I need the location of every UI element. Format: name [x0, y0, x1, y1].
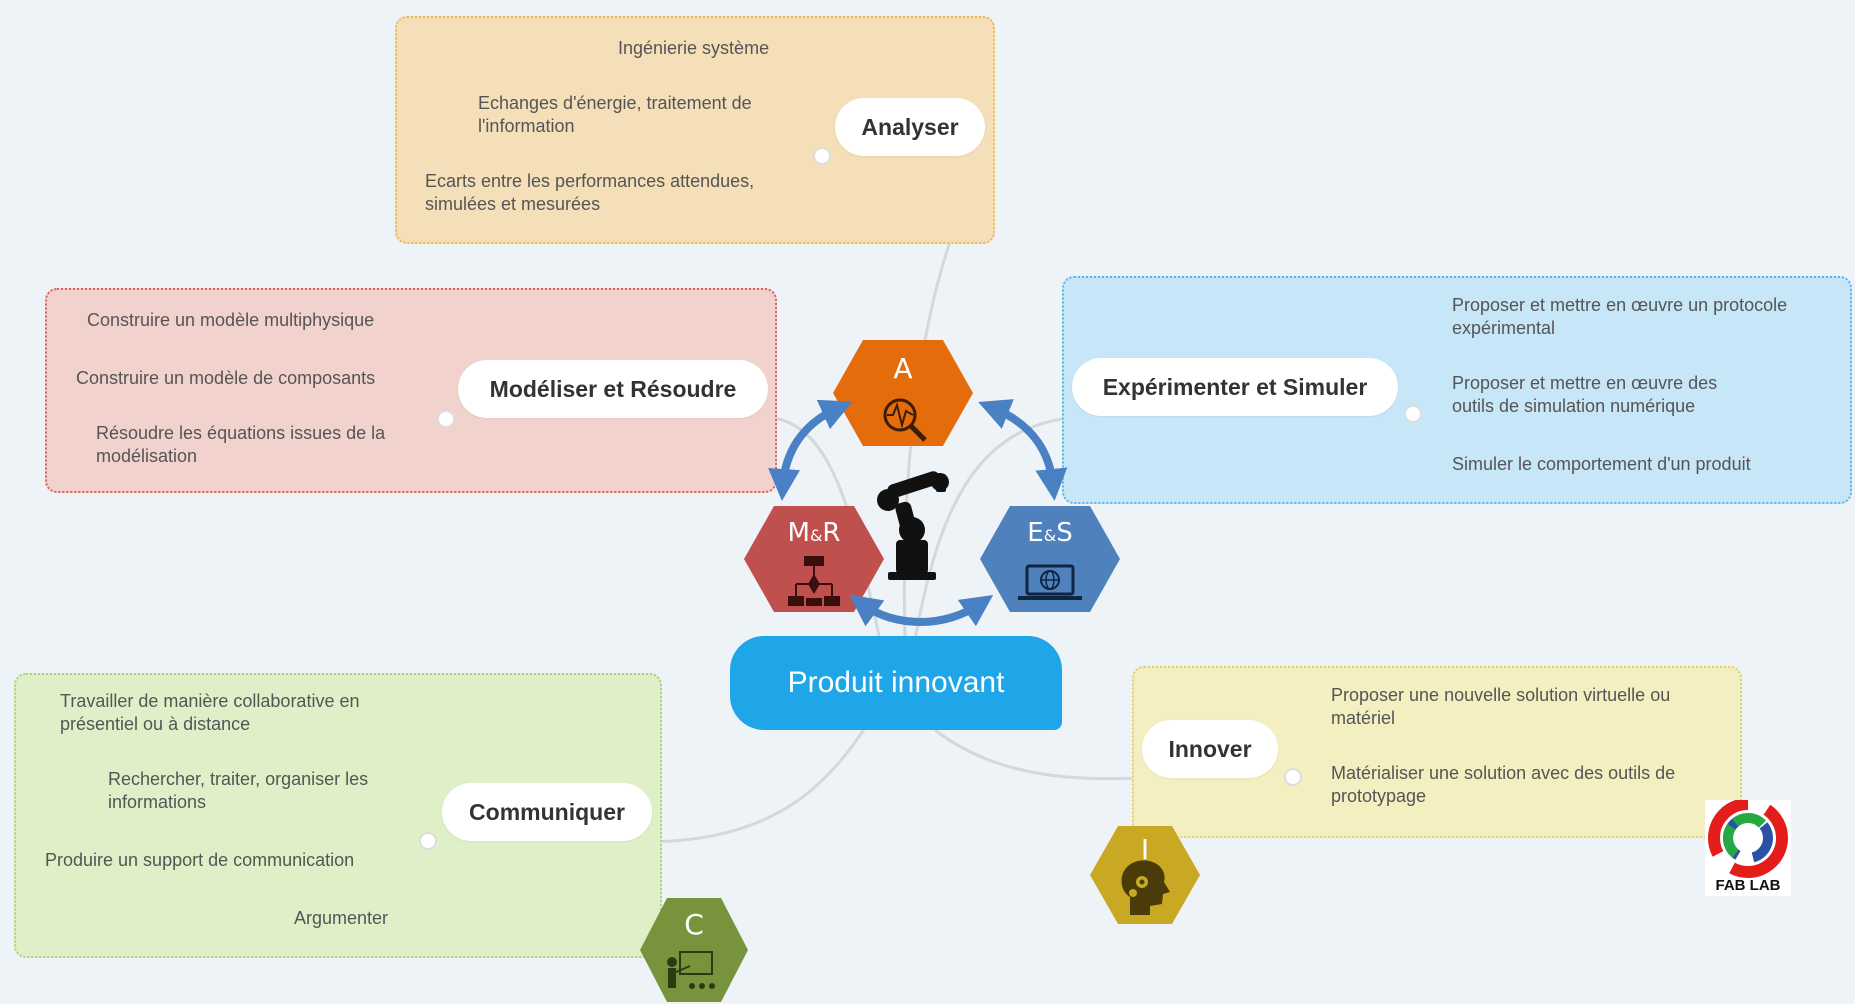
analyser-item-1: Ingénierie système: [618, 38, 770, 58]
hexagon-a[interactable]: [833, 340, 973, 446]
hexagon-mr-label: M&R: [764, 518, 864, 548]
innover-item-2: Matérialiser une solution avec des outil…: [1331, 763, 1676, 806]
communiquer-item-4: Argumenter: [293, 908, 388, 928]
analyser-title[interactable]: Analyser: [835, 98, 985, 156]
experimenter-node-dot[interactable]: [1404, 405, 1422, 423]
innover-title[interactable]: Innover: [1142, 720, 1278, 778]
communiquer-node-dot[interactable]: [419, 832, 437, 850]
laptop-globe-icon: [1018, 564, 1082, 600]
analyser-item-2: Echanges d'énergie, traitement de l'info…: [478, 93, 752, 136]
analyser-item-3: Ecarts entre les performances attendues,…: [425, 171, 755, 214]
analyser-node-dot[interactable]: [813, 147, 831, 165]
experimenter-item-3: Simuler le comportement d'un produit: [1452, 454, 1751, 474]
hexagon-mr-letter1: M: [787, 518, 810, 548]
hexagon-es[interactable]: [980, 506, 1120, 612]
teacher-board-icon: [667, 951, 715, 989]
modeliser-node-dot[interactable]: [437, 410, 455, 428]
innover-node-dot[interactable]: [1284, 768, 1302, 786]
experimenter-box: [1062, 276, 1852, 504]
connector-communiquer: [649, 719, 872, 844]
magnifier-waveform-icon: [883, 398, 927, 442]
fablab-text: FAB LAB: [1715, 877, 1781, 894]
fablab-logo-icon: [1708, 800, 1788, 878]
communiquer-item-3: Produire un support de communication: [45, 850, 355, 870]
modeliser-title[interactable]: Modéliser et Résoudre: [458, 360, 768, 418]
modeliser-item-3: Résoudre les équations issues de la modé…: [96, 423, 386, 466]
flowchart-icon: [788, 556, 840, 606]
hexagon-i-label: I: [1140, 833, 1150, 866]
robot-arm-icon: [877, 471, 949, 580]
hexagon-es-label: E&S: [1000, 518, 1100, 548]
hexagon-es-amp: &: [1043, 526, 1057, 545]
central-node[interactable]: Produit innovant: [730, 636, 1062, 730]
hexagon-mr-letter2: R: [822, 518, 841, 548]
head-gears-icon: [1121, 860, 1170, 915]
hexagon-mr-amp: &: [809, 526, 823, 545]
experimenter-title[interactable]: Expérimenter et Simuler: [1072, 358, 1398, 416]
fablab-logo: FAB LAB: [1705, 800, 1791, 896]
modeliser-item-2: Construire un modèle de composants: [76, 368, 376, 388]
cycle-arrows: [768, 399, 1068, 627]
communiquer-title[interactable]: Communiquer: [442, 783, 652, 841]
hexagon-a-label: A: [893, 352, 913, 385]
hexagon-c[interactable]: [640, 898, 748, 1002]
innover-item-1: Proposer une nouvelle solution virtuelle…: [1331, 685, 1671, 728]
hexagon-c-label: C: [684, 908, 704, 941]
experimenter-item-2: Proposer et mettre en œuvre des outils d…: [1452, 373, 1718, 416]
hexagon-i[interactable]: [1090, 826, 1200, 924]
hexagon-mr[interactable]: [744, 506, 884, 612]
communiquer-item-2: Rechercher, traiter, organiser les infor…: [108, 769, 369, 812]
connector-innover: [934, 728, 1139, 781]
hexagon-es-letter1: E: [1027, 518, 1044, 548]
communiquer-item-1: Travailler de manière collaborative en p…: [60, 691, 360, 734]
modeliser-item-1: Construire un modèle multiphysique: [87, 310, 375, 330]
experimenter-item-1: Proposer et mettre en œuvre un protocole…: [1452, 295, 1788, 338]
hexagon-es-letter2: S: [1056, 518, 1073, 548]
